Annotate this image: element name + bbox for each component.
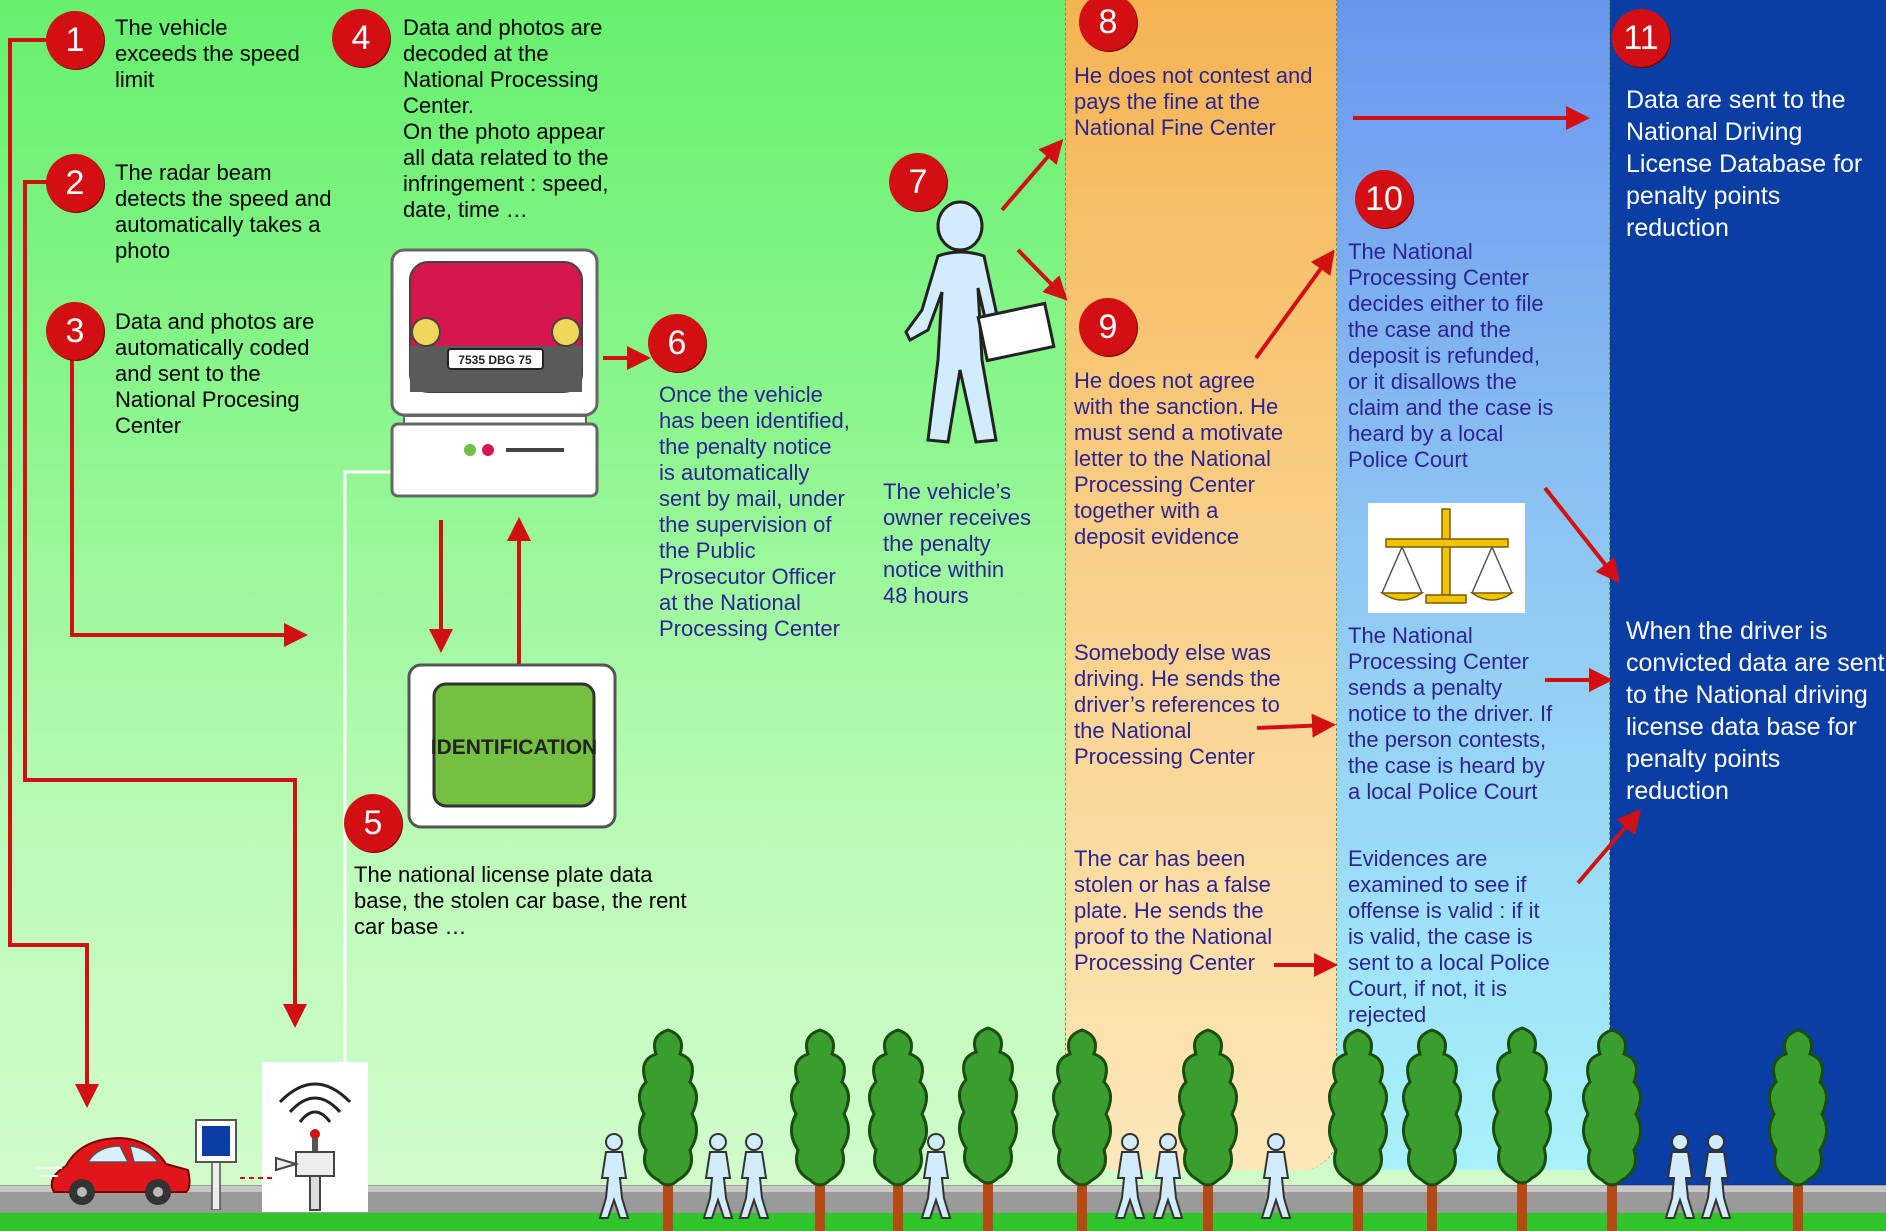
step-11-text: Data are sent to the National Driving Li… xyxy=(1626,86,1863,242)
convicted-text: When the driver is convicted data are se… xyxy=(1626,617,1885,805)
arrow-person-to-step9 xyxy=(1016,248,1068,301)
step-badge-2: 2 xyxy=(46,154,104,212)
arrow-evidences-to-convicted xyxy=(1576,808,1642,885)
computer-icon: 7535 DBG 75 xyxy=(390,248,599,498)
step-5-text: The national license plate data base, th… xyxy=(354,862,687,939)
step-badge-9: 9 xyxy=(1079,298,1137,356)
someone-else-driving-text: Somebody else was driving. He sends the … xyxy=(1074,640,1281,769)
step-badge-8: 8 xyxy=(1079,0,1137,51)
step-badge-10: 10 xyxy=(1355,170,1413,228)
panel-license-database xyxy=(1610,0,1886,1231)
arrow-step10-to-convicted xyxy=(1543,486,1620,584)
penalty-notice-text: The National Processing Center sends a p… xyxy=(1348,623,1553,804)
pedestrian-icon xyxy=(921,1133,951,1219)
arrow-step1-to-car xyxy=(8,38,99,1108)
arrow-step2-to-radar xyxy=(23,180,307,1028)
step-badge-1: 1 xyxy=(46,11,104,69)
person-with-letter-icon xyxy=(904,200,1056,444)
evidences-text: Evidences are examined to see if offense… xyxy=(1348,846,1550,1027)
license-plate: 7535 DBG 75 xyxy=(458,353,532,367)
step-badge-6: 6 xyxy=(648,314,706,372)
step-2-text: The radar beam detects the speed and aut… xyxy=(115,160,332,263)
speed-sign-icon xyxy=(195,1119,237,1210)
step-1-text: The vehicle exceeds the speed limit xyxy=(115,15,300,92)
radar-camera-icon xyxy=(262,1062,368,1212)
pedestrian-icon xyxy=(739,1133,769,1219)
pedestrian-icon xyxy=(1701,1133,1731,1219)
step-4-text: Data and photos are decoded at the Natio… xyxy=(403,15,609,222)
step-badge-3: 3 xyxy=(46,302,104,360)
car-icon xyxy=(36,1136,191,1205)
pedestrian-icon xyxy=(1261,1133,1291,1219)
scales-of-justice-icon xyxy=(1368,503,1525,613)
step-7-text: The vehicle’s owner receives the penalty… xyxy=(883,479,1031,608)
identification-screen-icon: IDENTIFICATION xyxy=(407,663,617,829)
pedestrian-icon xyxy=(703,1133,733,1219)
stolen-car-text: The car has been stolen or has a false p… xyxy=(1074,846,1273,975)
pedestrian-icon xyxy=(599,1133,629,1219)
data-link-line xyxy=(343,470,392,1065)
arrow-person-to-step8 xyxy=(1000,138,1064,212)
step-badge-5: 5 xyxy=(344,794,402,852)
step-9-text: He does not agree with the sanction. He … xyxy=(1074,368,1284,549)
step-10-text: The National Processing Center decides e… xyxy=(1348,239,1554,472)
step-8-text: He does not contest and pays the fine at… xyxy=(1074,63,1313,140)
identification-label: IDENTIFICATION xyxy=(431,736,597,759)
arrow-someone-else-to-notice xyxy=(1256,713,1336,738)
step-3-text: Data and photos are automatically coded … xyxy=(115,309,315,438)
pedestrian-icon xyxy=(1153,1133,1183,1219)
step-badge-7: 7 xyxy=(889,153,947,211)
step-6-text: Once the vehicle has been identified, th… xyxy=(659,382,850,641)
pedestrian-icon xyxy=(1115,1133,1145,1219)
pedestrian-icon xyxy=(1665,1133,1695,1219)
step-badge-11: 11 xyxy=(1612,9,1670,67)
panel-owner-options xyxy=(1065,0,1337,1170)
arrow-step9-to-step10 xyxy=(1254,249,1335,360)
step-badge-4: 4 xyxy=(332,9,390,67)
